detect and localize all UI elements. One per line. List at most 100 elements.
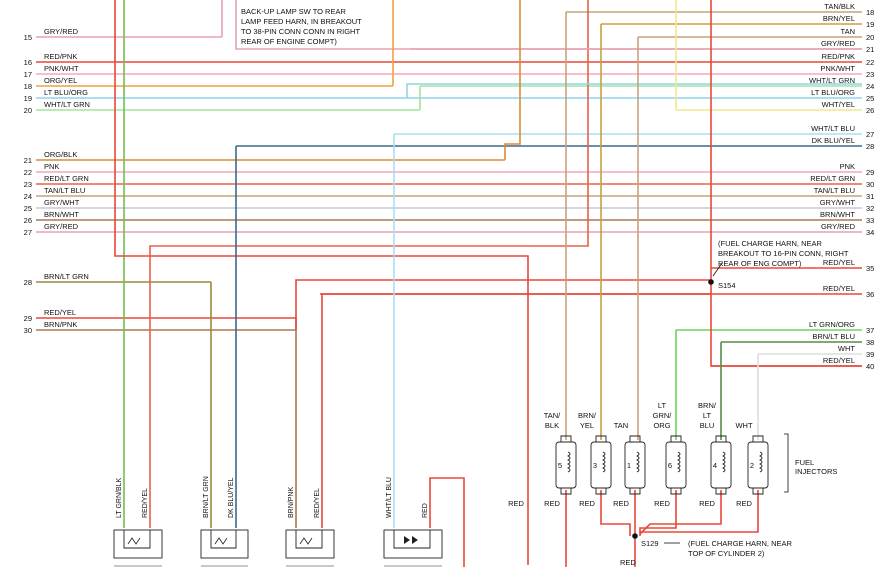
splice-dot [632, 533, 638, 539]
row-number: 32 [866, 204, 874, 213]
injector-body [665, 441, 687, 489]
row-number: 26 [866, 106, 874, 115]
note-line: (FUEL CHARGE HARN, NEAR [688, 539, 792, 548]
splice-dot [708, 279, 714, 285]
wire-line [114, 0, 529, 565]
coil-icon [676, 451, 681, 473]
injector-wire-label: GRN/ [653, 411, 673, 420]
coil-icon [635, 451, 640, 473]
wire-line [235, 0, 862, 50]
sensor-body [200, 529, 249, 559]
wire-label: WHT/LT BLU [811, 124, 855, 133]
injector-connector [595, 488, 607, 495]
sensor-wire-label: RED/YEL [314, 488, 321, 518]
wire-label: GRY/RED [44, 222, 79, 231]
injector-connector [752, 488, 764, 495]
injector-red-label: RED [654, 499, 670, 508]
wire-line [429, 477, 465, 567]
injector-connector [629, 435, 641, 442]
fuel-injectors-label: FUEL [795, 458, 814, 467]
row-number: 39 [866, 350, 874, 359]
wire-line [504, 0, 521, 160]
wire-line [600, 490, 631, 536]
wire-label: PNK [44, 162, 59, 171]
wire-label: RED/YEL [823, 356, 855, 365]
note-line: LAMP FEED HARN, IN BREAKOUT [241, 17, 362, 26]
injector-wire-label: WHT [735, 421, 752, 430]
injector-wire-label: LT [703, 411, 712, 420]
sensor-wire-label: DK BLU/YEL [228, 477, 235, 518]
row-number: 26 [24, 216, 32, 225]
note-line: BACK-UP LAMP SW TO REAR [241, 7, 346, 16]
wire-line [710, 0, 862, 367]
sensor-element [393, 530, 431, 549]
row-number: 23 [24, 180, 32, 189]
row-number: 24 [866, 82, 874, 91]
fuel-injectors-label: INJECTORS [795, 467, 837, 476]
splice-s129: S129 (FUEL CHARGE HARN, NEAR TOP OF CYLI… [620, 533, 792, 567]
wire-label: RED/PNK [822, 52, 855, 61]
wire-label: LT BLU/ORG [811, 88, 855, 97]
row-number: 30 [24, 326, 32, 335]
wire-label: LT GRN/ORG [809, 320, 855, 329]
sensor-wire-label: BRN/PNK [288, 487, 295, 518]
injector-body [710, 441, 732, 489]
wire-label: TAN [841, 27, 855, 36]
coil-icon [758, 451, 763, 473]
wire-line [149, 0, 589, 528]
wire-label: BRN/LT BLU [812, 332, 855, 341]
row-number: 40 [866, 362, 874, 371]
sensor-wire-label: RED [422, 503, 429, 518]
injector-number: 3 [593, 461, 597, 470]
injector-number: 6 [668, 461, 672, 470]
row-number: 27 [866, 130, 874, 139]
row-number: 28 [24, 278, 32, 287]
row-number: 36 [866, 290, 874, 299]
row-number: 18 [24, 82, 32, 91]
wire-label: GRY/RED [821, 222, 856, 231]
row-number: 23 [866, 70, 874, 79]
injector-wire-label: TAN [614, 421, 628, 430]
splice-s154: S154 (FUEL CHARGE HARN, NEAR BREAKOUT TO… [708, 239, 849, 290]
coil-icon [721, 451, 726, 473]
wire-label: WHT [838, 344, 855, 353]
row-number: 27 [24, 228, 32, 237]
row-number: 19 [866, 20, 874, 29]
wire-label: RED/YEL [823, 258, 855, 267]
row-number: 22 [24, 168, 32, 177]
wire-label: WHT/YEL [822, 100, 855, 109]
injector-connector [629, 488, 641, 495]
wire-line [321, 293, 711, 528]
injector-wire-label: BLK [545, 421, 559, 430]
sensor-body [285, 529, 335, 559]
injector-wire-label: TAN/ [544, 411, 561, 420]
wire-label: PNK/WHT [44, 64, 79, 73]
injector-number: 2 [750, 461, 754, 470]
injector-red-label: RED [508, 499, 524, 508]
injector-wire-label: LT [658, 401, 667, 410]
row-number: 35 [866, 264, 874, 273]
bracket-line [784, 433, 789, 493]
wire-label: WHT/LT GRN [809, 76, 855, 85]
injector-number: 1 [627, 461, 631, 470]
row-number: 18 [866, 8, 874, 17]
row-number: 33 [866, 216, 874, 225]
injector-connector [752, 435, 764, 442]
note-line: REAR OF ENGINE COMPT) [241, 37, 337, 46]
note-line: BREAKOUT TO 16-PIN CONN, RIGHT [718, 249, 849, 258]
wire-label: GRY/WHT [44, 198, 80, 207]
row-number: 25 [866, 94, 874, 103]
row-number: 34 [866, 228, 874, 237]
fuel-injector-group: 5TAN/BLKRED3BRN/YELRED1TANRED6LTGRN/ORGR… [508, 401, 769, 508]
wire-label: DK BLU/YEL [812, 136, 855, 145]
sensor-body [113, 529, 163, 559]
injector-body [590, 441, 612, 489]
diode-icon [404, 536, 418, 544]
row-number: 21 [866, 45, 874, 54]
wire-layer [36, 0, 862, 567]
row-number: 28 [866, 142, 874, 151]
